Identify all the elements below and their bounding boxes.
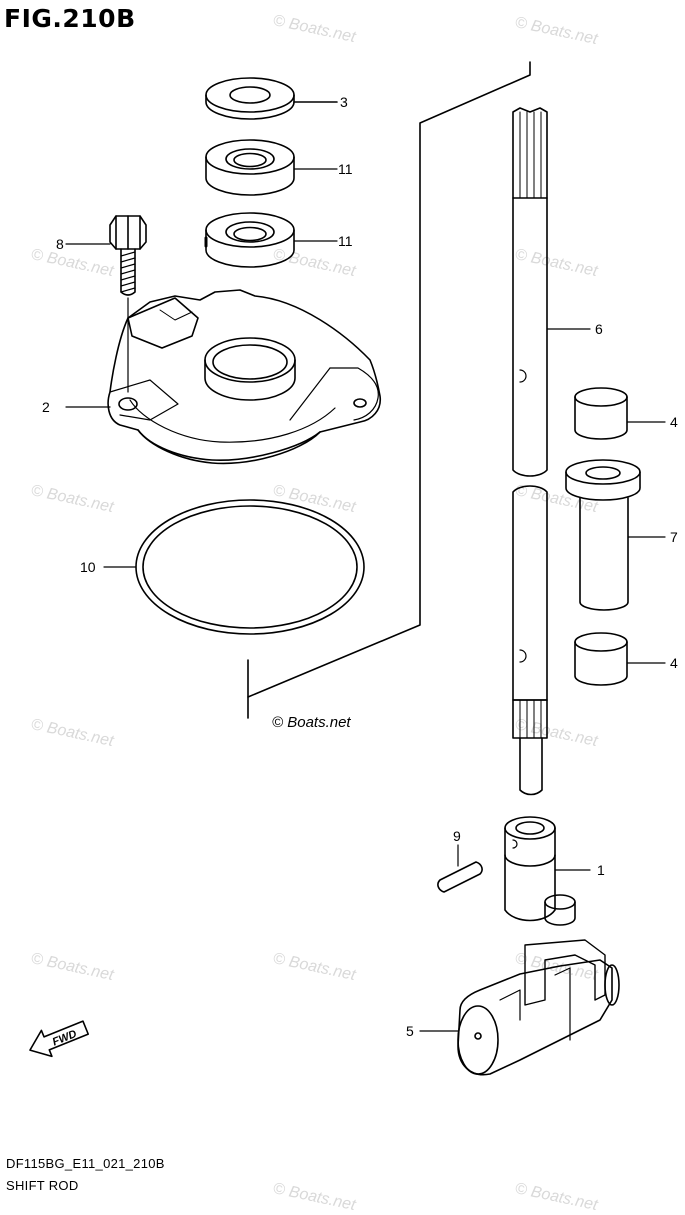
figure-code: DF115BG_E11_021_210B [6, 1156, 165, 1171]
part-7-flanged-bush [565, 459, 666, 611]
part-8-bolt [65, 215, 147, 393]
part-5-shift-cam [419, 939, 620, 1076]
callout-1: 1 [597, 862, 605, 878]
part-3-washer [205, 77, 338, 120]
callout-7: 7 [670, 529, 678, 545]
credit-text: © Boats.net [272, 714, 351, 731]
callout-11-lower: 11 [338, 233, 353, 249]
part-1-joint [504, 816, 591, 926]
fwd-label: FWD [51, 1028, 79, 1049]
figure-title: FIG.210B [4, 4, 136, 33]
part-4-bush-upper [574, 387, 666, 440]
callout-4-lower: 4 [670, 655, 678, 671]
callout-6: 6 [595, 321, 603, 337]
callout-5: 5 [406, 1023, 414, 1039]
callout-11-upper: 11 [338, 161, 353, 177]
callout-3: 3 [340, 94, 348, 110]
part-11-seal-lower [204, 212, 338, 268]
callout-10: 10 [80, 559, 96, 575]
part-9-pin [437, 844, 483, 893]
callout-2: 2 [42, 399, 50, 415]
part-10-o-ring [103, 499, 365, 635]
figure-name: SHIFT ROD [6, 1178, 79, 1193]
part-2-case [65, 289, 382, 465]
arrow-fwd-icon: FWD [29, 1020, 90, 1058]
callout-9: 9 [453, 828, 461, 844]
assembly-bracket [247, 61, 531, 719]
callout-4-upper: 4 [670, 414, 678, 430]
part-6-shift-rod [512, 107, 591, 796]
part-4-bush-lower [574, 632, 666, 686]
part-11-seal-upper [205, 139, 338, 196]
callout-8: 8 [56, 236, 64, 252]
